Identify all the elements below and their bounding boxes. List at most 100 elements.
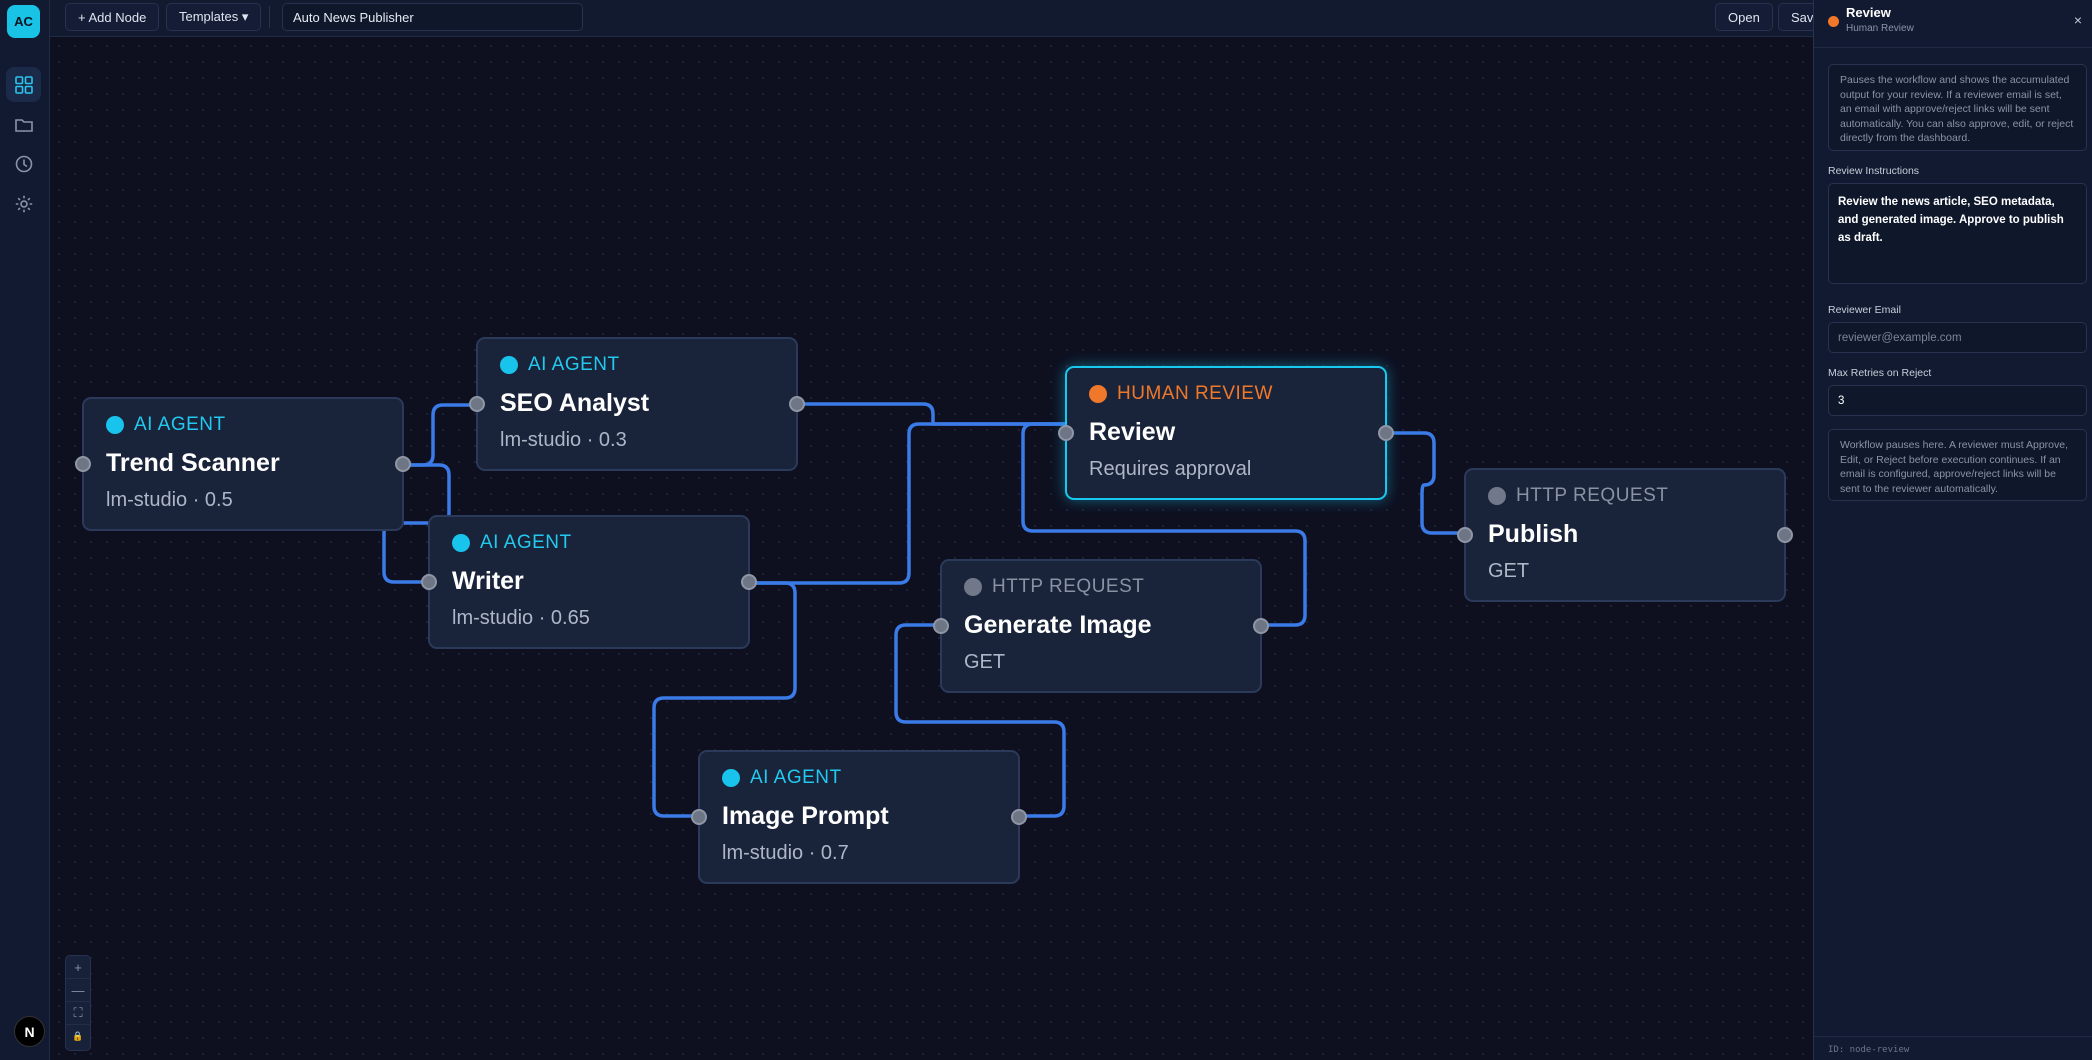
node-subtitle: lm-studio · 0.5: [106, 489, 233, 511]
node-title: Image Prompt: [722, 802, 889, 830]
status-dot: [500, 356, 518, 374]
input-handle[interactable]: [1058, 425, 1074, 441]
output-handle[interactable]: [1378, 425, 1394, 441]
node-type-label: AI AGENT: [722, 767, 842, 789]
input-handle[interactable]: [1457, 527, 1473, 543]
close-icon[interactable]: ×: [2073, 12, 2082, 28]
input-handle[interactable]: [421, 574, 437, 590]
reviewer-email-input[interactable]: reviewer@example.com: [1828, 322, 2087, 353]
node-subtitle: Requires approval: [1089, 458, 1252, 480]
zoom-controls: + — ⛶ 🔒: [65, 955, 91, 1051]
fit-view-button[interactable]: ⛶: [66, 1002, 90, 1025]
output-handle[interactable]: [741, 574, 757, 590]
node-review[interactable]: HUMAN REVIEW Review Requires approval: [1058, 366, 1394, 500]
input-handle[interactable]: [469, 396, 485, 412]
templates-dropdown[interactable]: Templates ▾: [166, 3, 262, 31]
node-title: Trend Scanner: [106, 449, 280, 477]
node-type-text: HTTP REQUEST: [992, 576, 1145, 597]
node-type-label: AI AGENT: [500, 354, 620, 376]
node-title: SEO Analyst: [500, 389, 650, 417]
zoom-out-button[interactable]: —: [66, 979, 90, 1002]
node-subtitle: lm-studio · 0.3: [500, 429, 627, 451]
node-image-prompt[interactable]: AI AGENT Image Prompt lm-studio · 0.7: [691, 750, 1027, 884]
status-dot: [964, 578, 982, 596]
max-retries-label: Max Retries on Reject: [1828, 367, 1932, 379]
output-handle[interactable]: [789, 396, 805, 412]
node-type-label: HTTP REQUEST: [964, 576, 1144, 598]
edge-review-publish[interactable]: [1386, 431, 1466, 535]
status-dot: [106, 416, 124, 434]
node-type-label: HTTP REQUEST: [1488, 485, 1668, 507]
review-instructions-label: Review Instructions: [1828, 165, 1920, 177]
node-generate-image[interactable]: HTTP REQUEST Generate Image GET: [933, 559, 1269, 693]
edge-layer: [382, 402, 1466, 818]
node-subtitle: lm-studio · 0.7: [722, 842, 849, 864]
save-button[interactable]: Sav: [1778, 3, 1818, 31]
input-handle[interactable]: [75, 456, 91, 472]
edge-generateimage-review[interactable]: [1021, 422, 1307, 627]
node-subtitle: lm-studio · 0.65: [452, 607, 590, 629]
node-type-label: AI AGENT: [452, 532, 572, 554]
node-type-text: AI AGENT: [528, 354, 620, 375]
node-subtitle: GET: [1488, 560, 1530, 582]
node-status-dot: [1828, 16, 1839, 27]
output-handle[interactable]: [1253, 618, 1269, 634]
node-description: Pauses the workflow and shows the accumu…: [1828, 64, 2087, 151]
output-handle[interactable]: [1777, 527, 1793, 543]
node-title: Review: [1089, 418, 1176, 446]
status-dot: [722, 769, 740, 787]
history-nav-button[interactable]: [6, 146, 41, 181]
next-badge[interactable]: N: [14, 1016, 45, 1047]
edge-trend-writer[interactable]: [382, 463, 451, 584]
review-instructions-textarea[interactable]: Review the news article, SEO metadata, a…: [1828, 183, 2087, 284]
node-publish[interactable]: HTTP REQUEST Publish GET: [1457, 468, 1793, 602]
node-writer[interactable]: AI AGENT Writer lm-studio · 0.65: [421, 515, 757, 649]
panel-title: Review: [1846, 5, 1891, 20]
node-seo-analyst[interactable]: AI AGENT SEO Analyst lm-studio · 0.3: [469, 337, 805, 471]
status-dot: [1089, 385, 1107, 403]
input-handle[interactable]: [933, 618, 949, 634]
edge-writer-imageprompt[interactable]: [652, 581, 797, 818]
reviewer-email-label: Reviewer Email: [1828, 304, 1901, 316]
output-handle[interactable]: [395, 456, 411, 472]
node-type-label: HUMAN REVIEW: [1089, 383, 1273, 405]
settings-nav-button[interactable]: [6, 186, 41, 221]
node-type-label: AI AGENT: [106, 414, 226, 436]
properties-panel: Review Human Review × Pauses the workflo…: [1813, 0, 2092, 1060]
node-type-text: HUMAN REVIEW: [1117, 383, 1273, 404]
node-type-text: AI AGENT: [134, 414, 226, 435]
panel-subtitle: Human Review: [1846, 23, 1914, 34]
node-id-label: ID: node-review: [1814, 1036, 2092, 1060]
top-toolbar: + Add Node Templates ▾ Auto News Publish…: [50, 0, 1818, 37]
status-dot: [452, 534, 470, 552]
node-title: Writer: [452, 567, 524, 595]
node-title: Publish: [1488, 520, 1579, 548]
node-subtitle: GET: [964, 651, 1006, 673]
gear-icon: [15, 195, 32, 212]
files-nav-button[interactable]: [6, 107, 41, 142]
node-trend-scanner[interactable]: AI AGENT Trend Scanner lm-studio · 0.5: [75, 397, 411, 531]
toolbar-divider: [269, 6, 270, 28]
max-retries-input[interactable]: 3: [1828, 385, 2087, 416]
workflow-canvas[interactable]: AI AGENT Trend Scanner lm-studio · 0.5 A…: [51, 38, 1814, 1060]
input-handle[interactable]: [691, 809, 707, 825]
workflow-name-input[interactable]: Auto News Publisher: [282, 3, 583, 31]
folder-icon: [14, 118, 33, 132]
lock-button[interactable]: 🔒: [72, 1031, 84, 1041]
dashboard-nav-button[interactable]: [6, 67, 41, 102]
panel-header: Review Human Review ×: [1814, 0, 2092, 48]
output-handle[interactable]: [1011, 809, 1027, 825]
zoom-in-button[interactable]: +: [66, 956, 90, 979]
clock-icon: [15, 155, 32, 172]
node-title: Generate Image: [964, 611, 1152, 639]
edge-trend-seo[interactable]: [403, 403, 477, 467]
open-button[interactable]: Open: [1715, 3, 1773, 31]
add-node-button[interactable]: + Add Node: [65, 3, 160, 31]
edge-writer-review[interactable]: [750, 422, 1066, 585]
status-dot: [1488, 487, 1506, 505]
app-logo: AC: [7, 5, 40, 38]
edge-seo-review[interactable]: [798, 402, 1066, 426]
edge-imageprompt-generateimage[interactable]: [894, 623, 1066, 818]
node-type-text: AI AGENT: [750, 767, 842, 788]
